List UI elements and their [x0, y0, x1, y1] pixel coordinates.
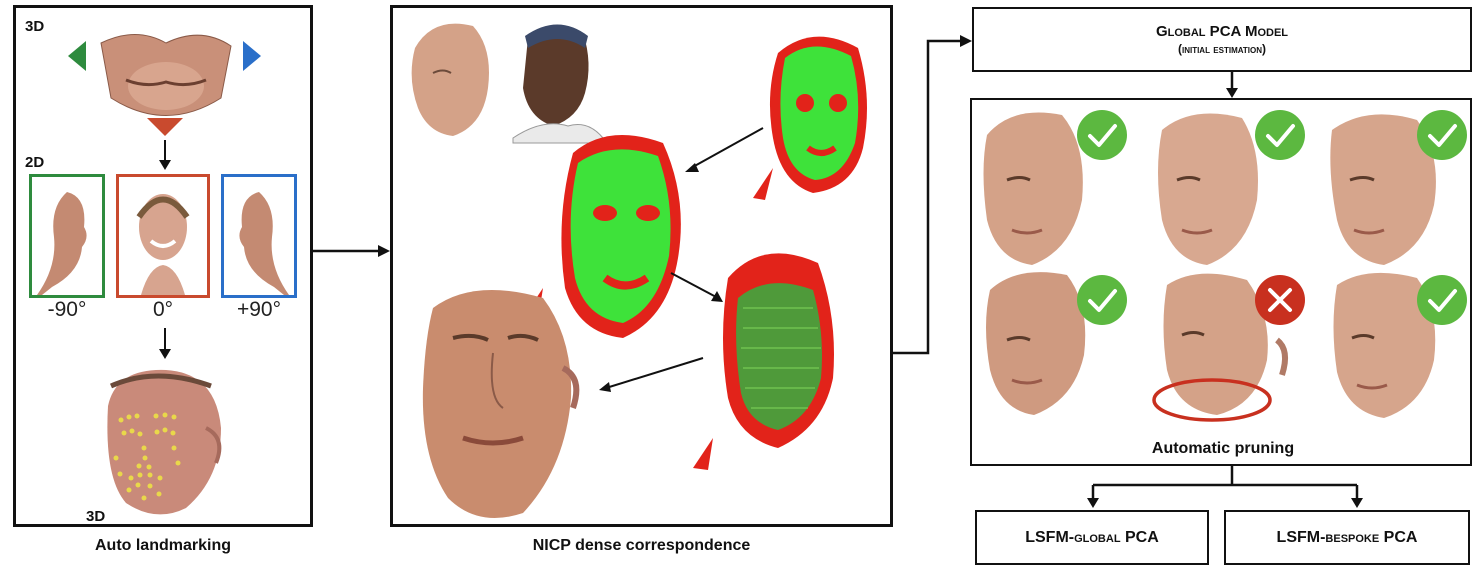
check-icon — [1417, 110, 1467, 160]
auto-landmarking-caption: Auto landmarking — [94, 537, 231, 554]
template-face-male — [512, 24, 604, 144]
face-3 — [1330, 114, 1436, 265]
landmarking-drawing — [68, 34, 261, 515]
nicp-result-face — [422, 290, 580, 518]
template-face-female — [411, 23, 489, 136]
nicp-mesh-head-dense — [693, 253, 834, 470]
arrow-right-triangle — [243, 41, 261, 71]
check-icon — [1417, 275, 1467, 325]
rejection-ellipse — [1152, 378, 1272, 422]
face-2 — [1158, 113, 1258, 265]
nicp-caption: NICP dense correspondence — [532, 537, 751, 554]
label-3d-top: 3D — [25, 18, 45, 35]
cross-icon — [1255, 275, 1305, 325]
pruning-caption: Automatic pruning — [1151, 440, 1295, 457]
check-icon — [1255, 110, 1305, 160]
face-1 — [983, 112, 1083, 265]
global-pca-title: Global PCA Model — [1155, 23, 1289, 40]
landmark-points — [113, 412, 181, 501]
face-4 — [986, 272, 1086, 415]
output-bespoke-pca-box: LSFM-bespoke PCA — [1224, 510, 1470, 565]
global-pca-box: Global PCA Model (initial estimation) — [972, 7, 1472, 72]
check-icon — [1077, 110, 1127, 160]
face-5-rejected — [1152, 273, 1289, 422]
view-front-2d — [116, 174, 210, 298]
label-3d-bottom: 3D — [86, 508, 106, 525]
nicp-mesh-head-top — [753, 36, 867, 200]
top-scan-face — [100, 34, 232, 116]
landmarked-3d-face — [107, 369, 222, 515]
output-global-pca-box: LSFM-global PCA — [975, 510, 1209, 565]
nicp-mesh-head-center — [523, 135, 681, 338]
label-2d: 2D — [25, 154, 45, 171]
pruning-panel: Automatic pruning — [970, 98, 1472, 466]
nicp-panel — [390, 5, 893, 527]
view-right-2d — [221, 174, 297, 298]
angle-plus-90: +90° — [236, 298, 282, 321]
auto-landmarking-panel: 3D 2D 3D — [13, 5, 313, 527]
check-icon — [1077, 275, 1127, 325]
arrow-left-triangle — [68, 41, 86, 71]
global-pca-subtitle: (initial estimation) — [1177, 42, 1267, 56]
nicp-drawing — [411, 23, 867, 518]
angle-minus-90: -90° — [47, 298, 87, 321]
face-6 — [1333, 272, 1436, 418]
angle-0: 0° — [152, 298, 174, 321]
pruning-faces — [983, 110, 1467, 422]
arrow-down-triangle — [147, 118, 183, 136]
view-left-2d — [29, 174, 105, 298]
